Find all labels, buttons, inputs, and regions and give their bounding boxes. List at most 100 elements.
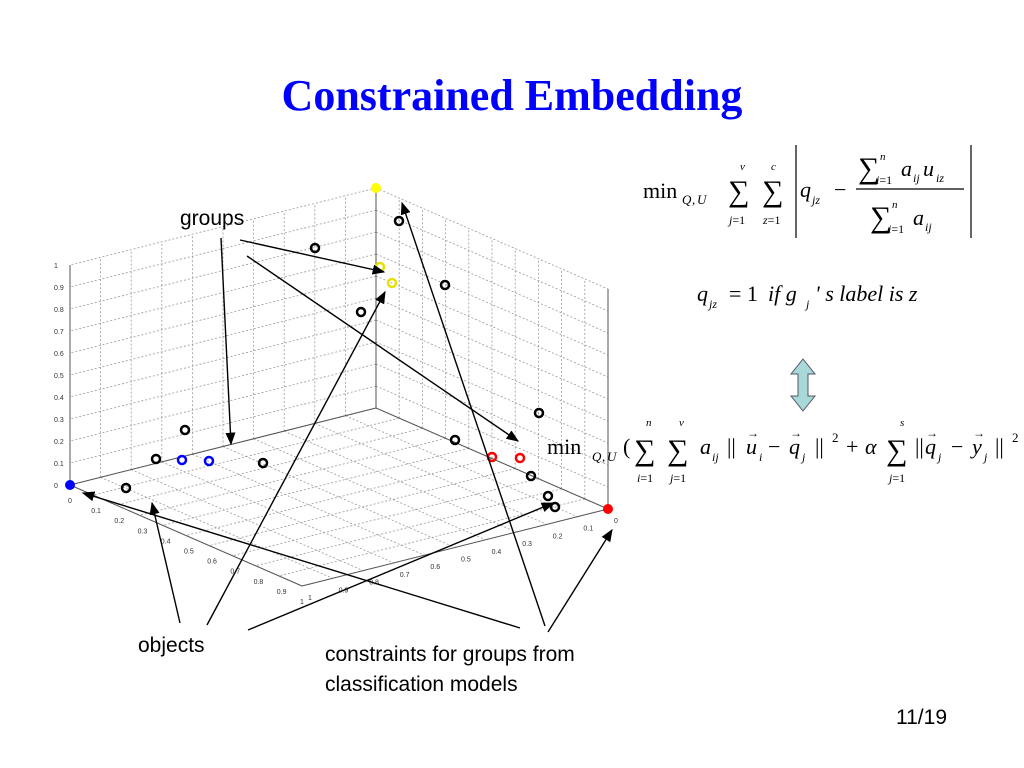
svg-text:,: , <box>602 449 605 464</box>
svg-text:v: v <box>740 161 745 173</box>
svg-text:(: ( <box>623 434 630 459</box>
corner-marker-red <box>603 504 613 514</box>
formula-objective-2: min Q , U ( n ∑ i=1 v ∑ j=1 a ij || u → … <box>547 417 1019 485</box>
x-tick-label: 0.4 <box>492 549 502 556</box>
plot-grid <box>69 187 609 587</box>
svg-text:jz: jz <box>810 193 820 207</box>
side-wall-gridline <box>69 297 377 376</box>
y-tick-label: 0.9 <box>277 589 287 596</box>
svg-text:→: → <box>747 426 759 440</box>
svg-text:ij: ij <box>925 220 932 234</box>
side-wall-gridline <box>69 209 377 288</box>
svg-text:Q: Q <box>682 192 692 207</box>
svg-text:v: v <box>679 417 684 429</box>
y-tick-label: 0.6 <box>207 559 217 566</box>
svg-text:∑: ∑ <box>667 434 688 467</box>
arrow-objects-to-low <box>149 501 181 624</box>
svg-text:iz: iz <box>936 171 944 185</box>
y-tick-label: 0.4 <box>161 538 171 545</box>
y-tick-label: 0.3 <box>138 528 148 535</box>
plot-points <box>65 183 613 514</box>
svg-text:j: j <box>800 450 806 464</box>
page-number: 11/19 <box>896 706 947 729</box>
3d-scatter-plot: 00.10.20.30.40.50.60.70.80.9100.10.20.30… <box>54 183 618 606</box>
corner-marker-yellow <box>371 183 381 193</box>
y-tick-label: 1 <box>300 599 304 606</box>
svg-text:→: → <box>790 426 802 440</box>
group-point-blue <box>203 455 215 467</box>
svg-text:α: α <box>865 434 877 459</box>
svg-text:i=1: i=1 <box>888 222 904 236</box>
svg-text:min: min <box>547 434 581 459</box>
svg-text:y: y <box>970 434 982 459</box>
svg-text:q: q <box>800 177 811 202</box>
y-tick-label: 0 <box>68 498 72 505</box>
x-tick-label: 0.1 <box>583 526 593 533</box>
svg-text:n: n <box>646 417 652 429</box>
formula-label-rule: q jz = 1 if g j ' s label is z <box>697 281 918 311</box>
x-tick-label: 0.3 <box>522 541 532 548</box>
object-point <box>525 470 537 482</box>
arrow-groups-to-blue <box>220 237 236 446</box>
x-tick-label: 0.6 <box>430 564 440 571</box>
svg-text:n: n <box>880 151 886 163</box>
floor-gridline <box>116 427 423 506</box>
object-point <box>309 242 321 254</box>
svg-text:∑: ∑ <box>634 434 655 467</box>
constraints-label-line-2: classification models <box>325 673 518 696</box>
svg-text:→: → <box>926 426 938 440</box>
x-tick-label: 0.5 <box>461 557 471 564</box>
corner-marker-blue <box>65 480 75 490</box>
svg-text:q: q <box>925 434 936 459</box>
svg-text:ij: ij <box>712 450 719 464</box>
svg-text:U: U <box>607 449 618 464</box>
svg-text:−: − <box>951 434 963 459</box>
axis-edge <box>69 407 377 486</box>
side-wall-gridline <box>69 275 377 354</box>
svg-text:Q: Q <box>592 449 602 464</box>
svg-text:2: 2 <box>832 430 839 445</box>
svg-text:s: s <box>900 417 904 429</box>
object-point <box>120 482 132 494</box>
svg-text:u: u <box>746 434 757 459</box>
y-tick-label: 0.1 <box>91 508 101 515</box>
z-tick-label: 0.8 <box>54 307 64 314</box>
y-tick-label: 0.8 <box>254 579 264 586</box>
object-point <box>533 407 545 419</box>
object-point <box>179 424 191 436</box>
floor-gridline <box>284 430 517 533</box>
floor-gridline <box>185 458 493 536</box>
svg-text:jz: jz <box>707 297 717 311</box>
svg-text:j=1: j=1 <box>727 213 745 227</box>
object-point <box>439 279 451 291</box>
z-tick-label: 0.3 <box>54 417 64 424</box>
svg-text:n: n <box>892 199 898 211</box>
arrow-groups-to-red <box>246 255 520 442</box>
floor-gridline <box>314 423 547 525</box>
object-point <box>449 434 461 446</box>
z-tick-label: 1 <box>54 263 58 270</box>
svg-text:a: a <box>913 205 924 230</box>
svg-text:∑: ∑ <box>886 434 907 467</box>
object-point <box>393 215 405 227</box>
floor-gridline <box>255 488 562 567</box>
svg-text:∑: ∑ <box>762 175 783 208</box>
x-tick-label: 0.2 <box>553 533 563 540</box>
svg-text:a: a <box>901 156 912 181</box>
axis-tick-labels: 00.10.20.30.40.50.60.70.80.9100.10.20.30… <box>54 263 618 606</box>
floor-gridline <box>139 437 446 516</box>
side-wall-gridline <box>69 187 377 266</box>
group-point-yellow <box>386 277 398 289</box>
x-tick-label: 1 <box>308 595 312 602</box>
axis-edge <box>375 407 609 510</box>
svg-text:U: U <box>697 192 708 207</box>
svg-text:−: − <box>834 177 846 202</box>
svg-text:||: || <box>815 434 824 459</box>
formula-objective-1: min Q , U v ∑ j=1 c ∑ z=1 q jz − ∑ n i=1… <box>643 145 972 238</box>
object-point <box>355 306 367 318</box>
y-tick-label: 0.5 <box>184 549 194 556</box>
svg-text:i: i <box>759 450 762 464</box>
svg-text:||: || <box>995 434 1004 459</box>
objects-label: objects <box>138 634 205 657</box>
